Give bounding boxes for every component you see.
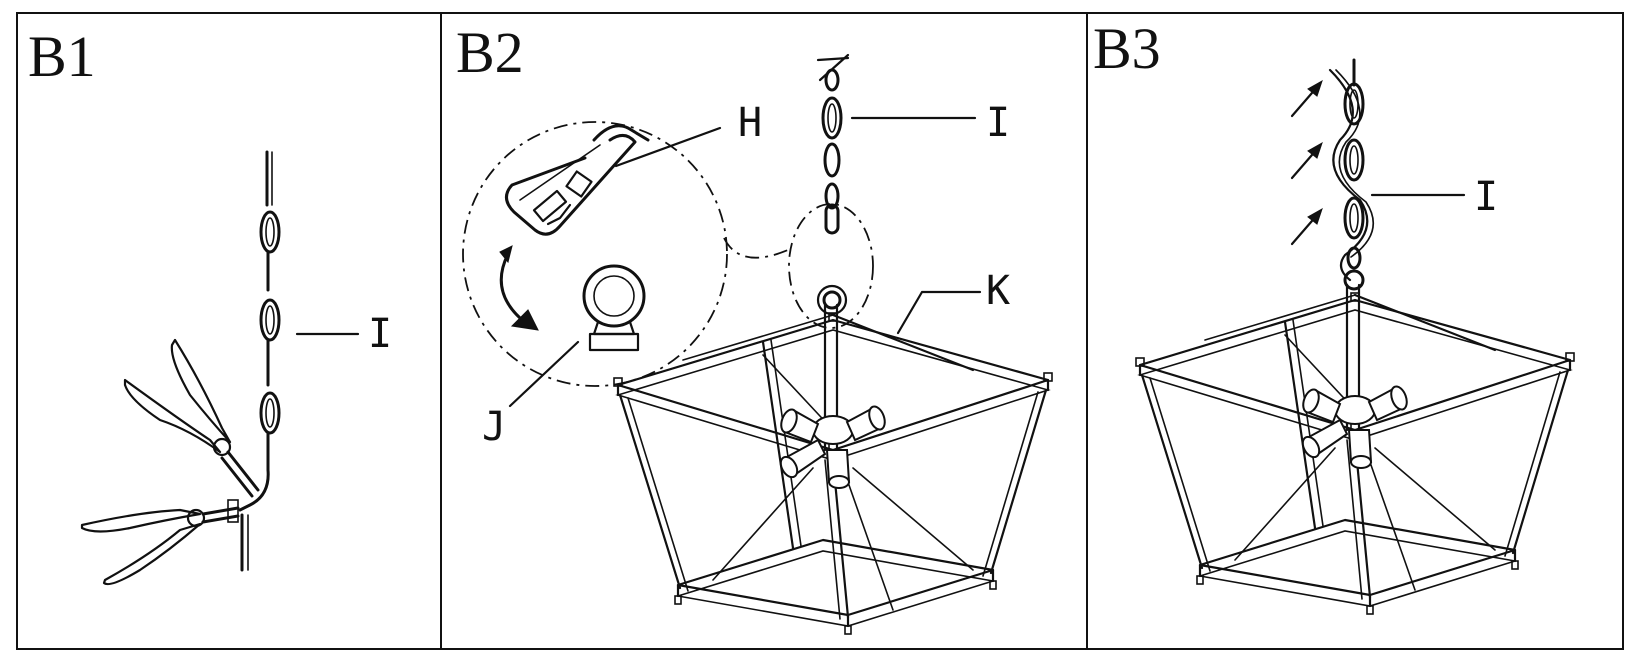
pliers-icon-lower [80, 499, 240, 586]
panel-title-b1: B1 [28, 24, 96, 89]
label-frame: K [986, 268, 1010, 314]
panel-title-b3: B3 [1093, 16, 1161, 81]
chain-icon-b3 [1328, 58, 1375, 291]
quick-link-icon [505, 124, 650, 236]
leader-line-ring [508, 340, 580, 408]
lantern-frame-icon-b3 [1134, 283, 1576, 616]
leader-line-hook [614, 126, 722, 168]
rotate-arrow-icon [499, 245, 539, 331]
up-arrow-icon [1290, 79, 1324, 246]
pliers-icon [123, 338, 260, 498]
label-chain-b1: I [368, 311, 392, 357]
chain-icon-b2 [816, 53, 850, 316]
panel-title-b2: B2 [456, 20, 524, 85]
leader-line-frame [896, 290, 982, 335]
lantern-frame-icon [612, 303, 1054, 636]
label-ring: J [482, 404, 506, 450]
chain-icon [238, 150, 281, 572]
panel-b1: B1 I [28, 24, 392, 586]
eye-nut-icon [582, 264, 646, 352]
panel-borders [16, 12, 1624, 650]
detail-magnifier [462, 121, 874, 387]
panel-b2: B2 H J [456, 20, 1054, 636]
label-chain-b2: I [986, 100, 1010, 146]
panel-b3: B3 I [1093, 16, 1576, 616]
label-hook: H [738, 100, 762, 146]
label-chain-b3: I [1474, 174, 1498, 220]
